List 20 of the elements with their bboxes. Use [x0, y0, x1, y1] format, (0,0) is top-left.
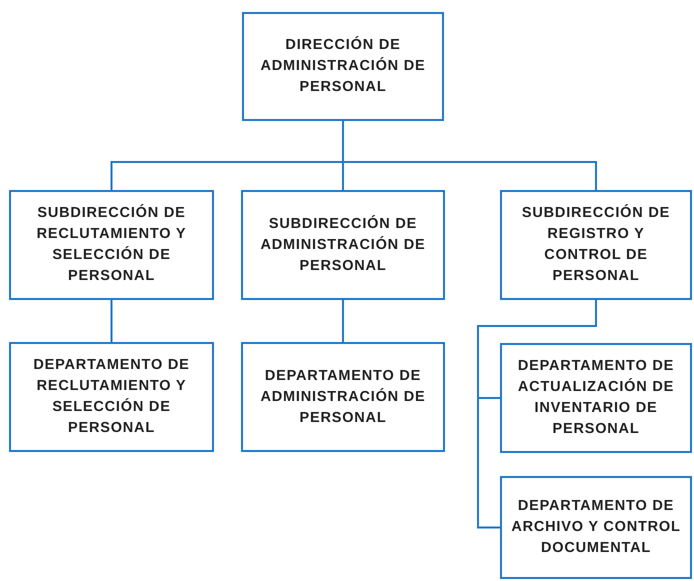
unit-name: SUBDIRECCIÓN DE ADMINISTRACIÓN DE PERSONAL	[259, 214, 427, 276]
org-unit-box	[241, 190, 445, 300]
unit-name: DEPARTAMENTO DE RECLUTAMIENTO Y SELECCIÓN DE PERSONAL	[32, 356, 191, 438]
org-unit-box	[242, 12, 444, 121]
org-unit-box	[500, 343, 692, 453]
unit-name: DIRECCIÓN DE ADMINISTRACIÓN DE PERSONAL	[259, 35, 427, 97]
unit-name: DEPARTAMENTO DE ARCHIVO Y CONTROL DOCUMENTAL	[510, 497, 682, 558]
unit-name: DEPARTAMENTO DE ACTUALIZACIÓN DE INVENTARIO DE PERSONAL	[516, 357, 676, 439]
org-unit-box	[241, 342, 445, 452]
unit-name: DEPARTAMENTO DE ADMINISTRACIÓN DE PERSONAL	[259, 366, 427, 428]
connector-line	[342, 121, 597, 190]
org-unit-box	[9, 190, 214, 300]
org-unit-box	[500, 190, 692, 300]
unit-name: SUBDIRECCIÓN DE RECLUTAMIENTO Y SELECCIÓN DE PERSONAL	[36, 203, 188, 286]
unit-name: SUBDIRECCIÓN DE REGISTRO Y CONTROL DE PERSONAL	[520, 203, 672, 286]
org-unit-box	[9, 342, 214, 452]
connector-line	[342, 300, 344, 342]
connector-line	[110, 300, 112, 342]
connector-line	[477, 300, 597, 528]
org-unit-box	[500, 476, 692, 579]
